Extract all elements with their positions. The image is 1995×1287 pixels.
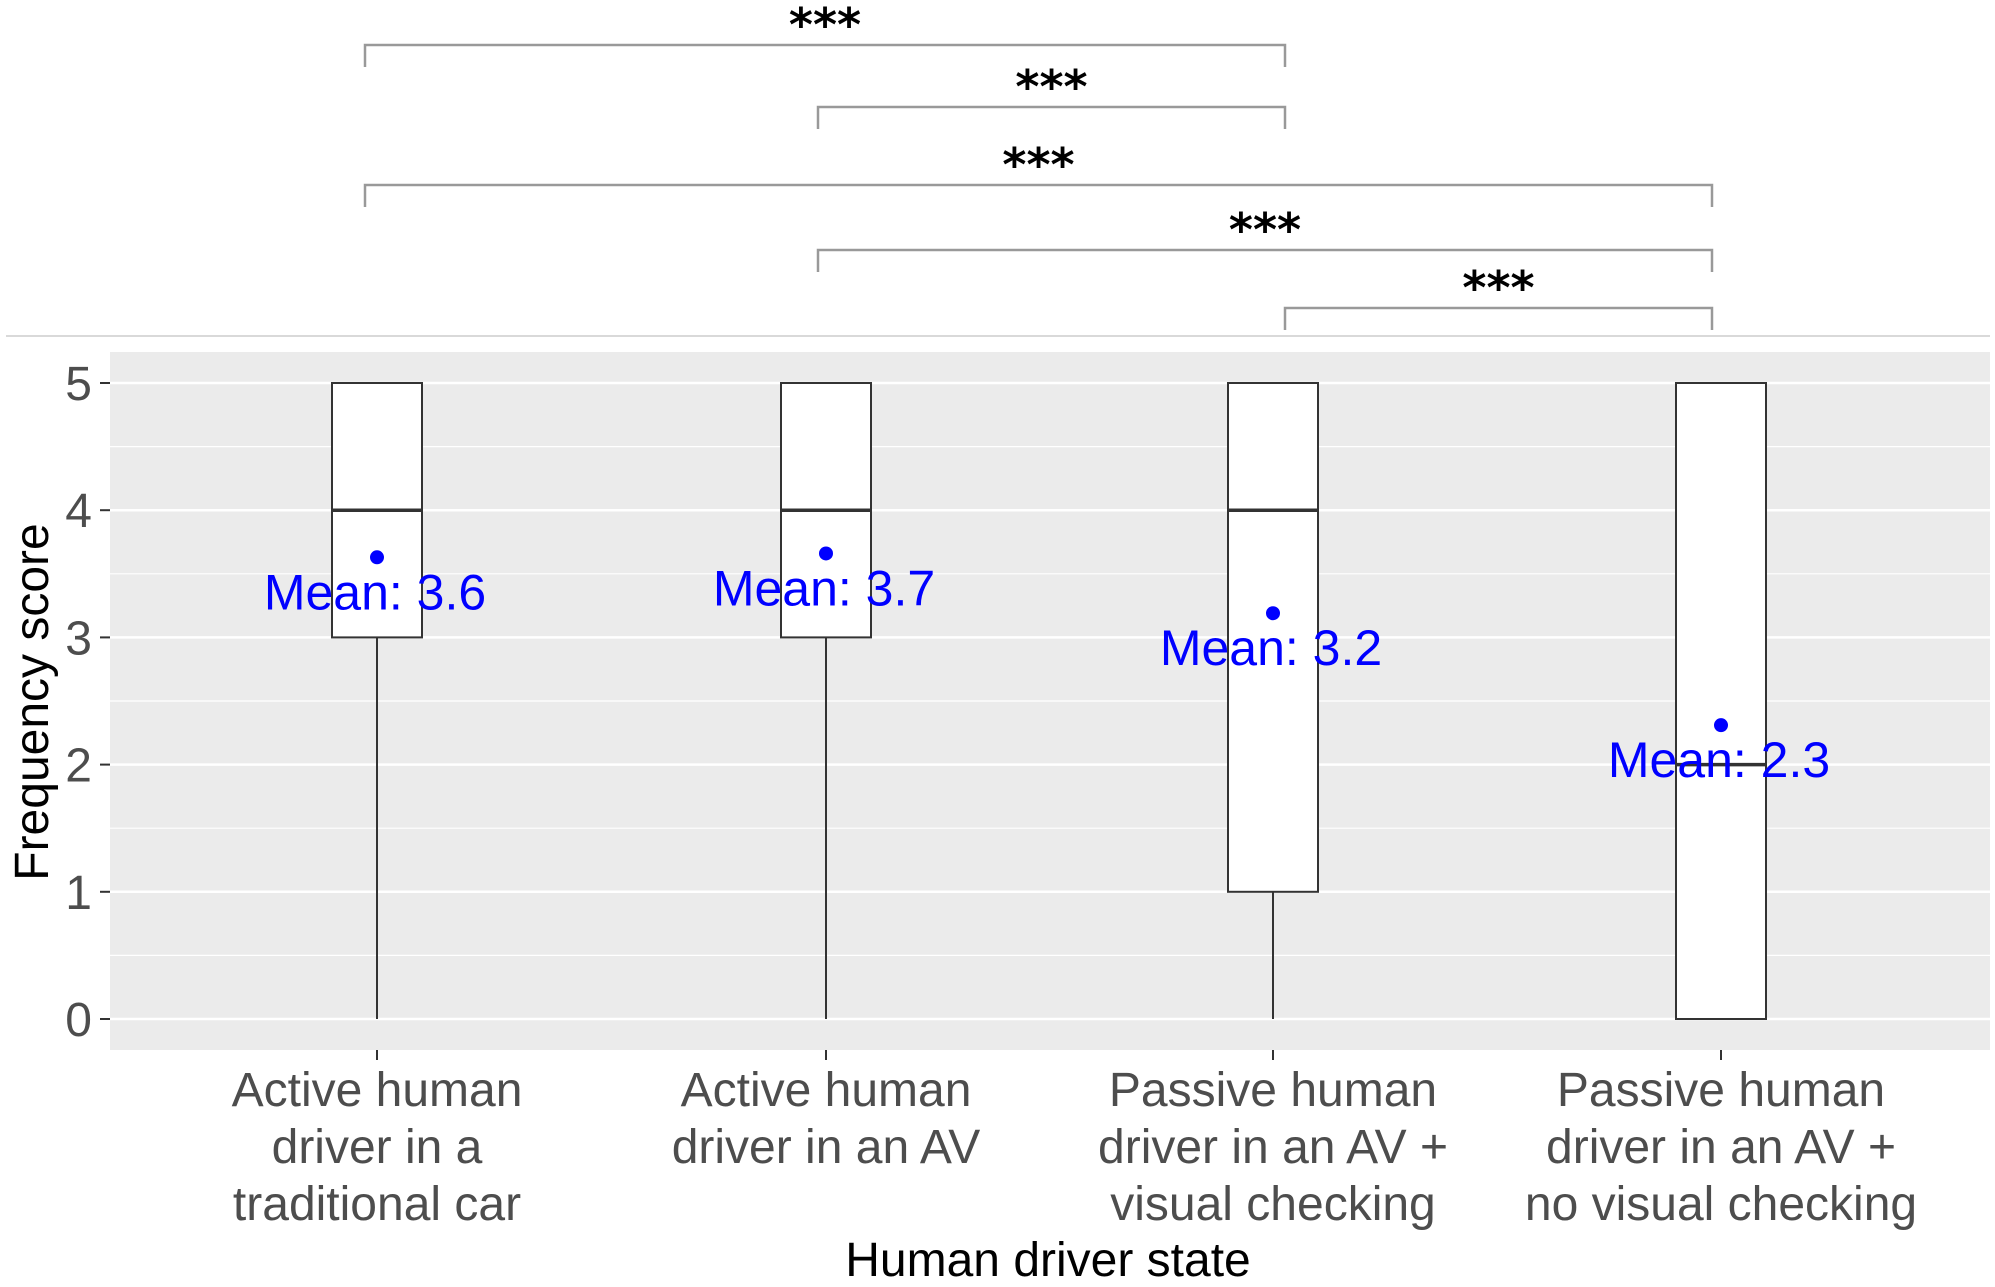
x-category-label-line: driver in a — [272, 1121, 483, 1174]
mean-label: Mean: 3.6 — [264, 564, 486, 620]
x-category-label-line: Passive human — [1109, 1064, 1437, 1117]
y-tick-label: 0 — [65, 994, 92, 1047]
y-tick-label: 5 — [65, 358, 92, 411]
box-2: Mean: 3.7 — [713, 382, 935, 1019]
y-axis: 0 1 2 3 4 5 — [65, 358, 110, 1047]
y-axis-title: Frequency score — [6, 523, 59, 881]
mean-point — [1714, 718, 1728, 733]
x-category-label-line: traditional car — [233, 1178, 521, 1231]
box-4: Mean: 2.3 — [1608, 382, 1830, 1020]
mean-point — [1266, 606, 1280, 621]
mean-point — [819, 546, 833, 561]
box-iqr — [1227, 382, 1319, 893]
y-tick-label: 1 — [65, 867, 92, 920]
x-axis-title: Human driver state — [845, 1234, 1251, 1287]
significance-bracket: *** — [1283, 261, 1714, 330]
box-3: Mean: 3.2 — [1160, 382, 1382, 1019]
y-tick-label: 3 — [65, 612, 92, 665]
x-category-label-line: driver in an AV + — [1098, 1121, 1448, 1174]
significance-label: *** — [1002, 138, 1074, 192]
bracket-line — [363, 43, 1287, 67]
y-tick-label: 2 — [65, 740, 92, 793]
y-tick-label: 4 — [65, 485, 92, 538]
bracket-line — [816, 248, 1714, 272]
x-category-label-line: Active human — [232, 1064, 523, 1117]
significance-bracket: *** — [363, 138, 1714, 207]
significance-bracket: *** — [363, 0, 1287, 67]
box-iqr — [1675, 382, 1767, 1020]
bracket-line — [1283, 306, 1714, 330]
x-category-label-line: driver in an AV — [672, 1121, 981, 1174]
x-category-label-line: Active human — [681, 1064, 972, 1117]
bracket-line — [363, 183, 1714, 207]
x-category-label-line: Passive human — [1557, 1064, 1885, 1117]
significance-label: *** — [789, 0, 861, 52]
significance-label: *** — [1015, 60, 1087, 114]
box-1: Mean: 3.6 — [264, 382, 486, 1019]
mean-label: Mean: 2.3 — [1608, 732, 1830, 788]
significance-brackets: *** *** *** *** *** — [363, 0, 1714, 330]
mean-point — [370, 550, 384, 565]
mean-label: Mean: 3.7 — [713, 560, 935, 616]
x-category-label-line: driver in an AV + — [1546, 1121, 1896, 1174]
significance-label: *** — [1229, 203, 1301, 257]
x-category-label-line: no visual checking — [1525, 1178, 1917, 1231]
significance-bracket: *** — [816, 203, 1714, 272]
mean-label: Mean: 3.2 — [1160, 620, 1382, 676]
significance-label: *** — [1462, 261, 1534, 315]
x-category-label-line: visual checking — [1110, 1178, 1436, 1231]
bracket-line — [816, 105, 1287, 129]
significance-bracket: *** — [816, 60, 1287, 129]
